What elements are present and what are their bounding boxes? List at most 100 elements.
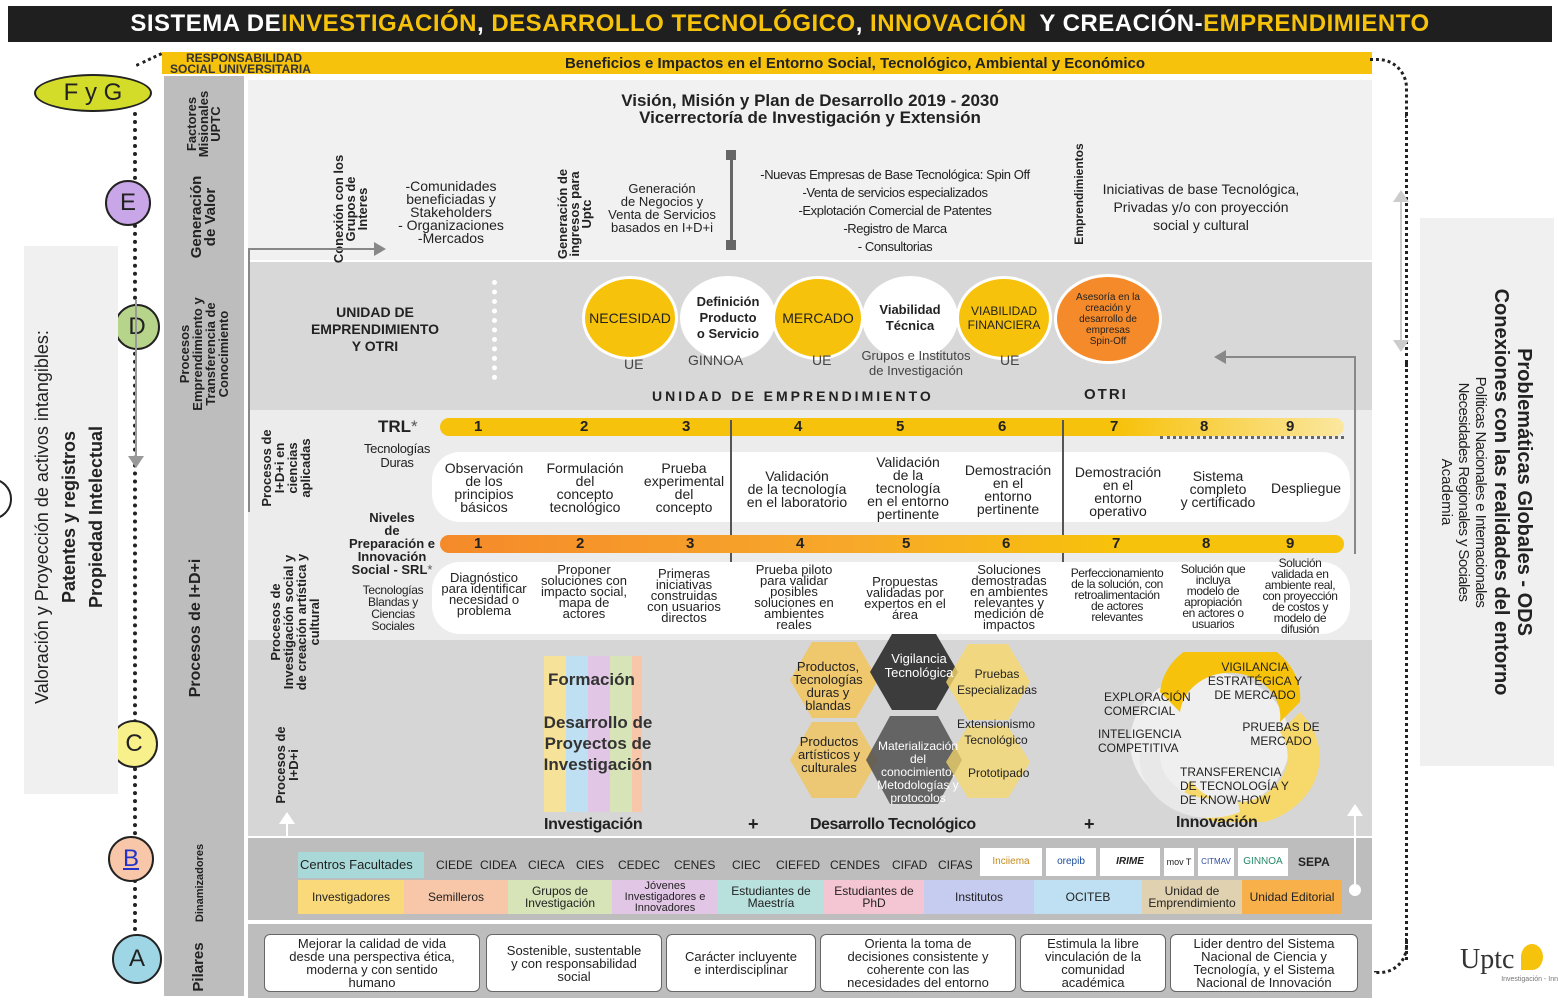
right-panel-line: Conexiones con las realidades del entorn… [1490,288,1513,696]
arrow-head-up [1347,804,1363,816]
tec-duras: Tecnologías Duras [354,442,440,470]
left-panel [24,246,118,794]
srl-step-line: Primeras [657,566,710,581]
srl-step-line: con usuarios [647,599,721,614]
vision-line: Vicerrectoría de Investigación y Extensi… [639,108,981,127]
mercado-circle: MERCADO [772,276,864,360]
centros-item: CIFAS [938,858,973,872]
srl-num: 1 [474,535,483,552]
unidad-emp-label: UNIDAD DE EMPRENDIMIENTO [652,388,934,404]
arrow-head-up [1393,190,1409,202]
pruebas-m-line: PRUEBAS DE [1242,720,1320,734]
negocios-list: Generación de Negocios y Venta de Servic… [600,182,724,234]
srl-step-line: modelo de [1273,611,1327,625]
pilar-line: e interdisciplinar [694,962,788,977]
rsu-line: RESPONSABILIDAD [186,51,303,65]
trl-num: 3 [682,418,691,435]
row-procesos-emp: Procesos Emprendimiento y Transferencia … [177,297,231,411]
trl-star: * [411,417,418,436]
arrow-updown [1400,196,1402,346]
srl-num: 7 [1112,535,1121,552]
extension-line: Tecnológico [964,733,1028,747]
logo-sepa: SEPA [1298,855,1330,869]
stack-bar [610,656,632,812]
level-a-label: A [128,945,145,972]
asesoria-line: Asesoría en la [1076,291,1140,303]
srl-label-line: Social - SRL [351,562,428,577]
title-part: , [477,10,492,37]
level-b[interactable]: B [108,836,154,882]
viab-tec-line: Viabilidad [879,302,941,317]
srl-steps-pill [432,562,1350,634]
vigilancia-line: Vigilancia [891,651,947,666]
pilar-line: Estimula la libre [1047,936,1139,951]
tec-blandas-line: Blandas y [368,595,418,609]
level-b-link[interactable]: B [122,845,139,872]
pilar-line: Tecnología, y el Sistema [1193,962,1335,977]
trl-step-line: Demostración [1074,464,1162,480]
trl-step-line: de los [465,473,503,489]
title-emprendimiento: EMPRENDIMIENTO [1203,10,1430,37]
trl-step-line: en el entorno [867,493,949,509]
trl-step-line: de la [892,467,924,483]
trl-label: TRL* [378,417,418,437]
phase-divider [730,420,732,634]
productos1-line: duras y [806,685,850,700]
dinam-row2: Investigadores Semilleros Grupos de Inve… [298,880,1342,914]
vigilancia-line: Tecnológica [884,665,954,680]
pilar-line: vinculación de la [1044,949,1142,964]
srl-step-line: retroalimentación [1074,588,1160,602]
level-d-label: D [128,313,146,340]
pruebas-label: Pruebas Especializadas [952,666,1042,698]
stack-bar [588,656,610,812]
otri-label: OTRI [1084,386,1128,403]
srl-numbers: 1 2 3 4 5 6 7 8 9 [440,535,1344,553]
necesidad-label: NECESIDAD [589,310,671,326]
divider-cap [726,150,736,160]
asesoria-line: creación y [1085,302,1131,314]
dinam-grupos: Grupos de Investigación [508,880,612,914]
level-fg-label: F y G [63,79,123,106]
axis-dotted-top [135,52,163,67]
pilar-line: y con responsabilidad [511,955,637,971]
srl-step-line: ambientes [764,606,824,621]
vigilancia-label: Vigilancia Tecnológica [876,652,962,680]
srl-step-line: Diagnóstico [450,570,518,585]
materializacion-label: Materialización del conocimiento, Metodo… [866,740,970,805]
centros-item: CIES [576,858,605,872]
level-d: D [114,304,160,350]
ginnoa-label: GINNOA [688,352,744,368]
pilar-line: moderna y con sentido [306,962,438,977]
trl-step: Despliegue [1264,481,1348,495]
trl-step-line: en el [992,475,1024,491]
srl-step-line: soluciones en [754,595,834,610]
connector-line [1354,356,1356,554]
srl-label: Niveles de Preparación e Innovación Soci… [330,511,454,576]
trl-step-line: pertinente [976,501,1040,517]
trl-step-line: Demostración [964,462,1052,478]
innovation-swirl [1130,652,1320,822]
pilar-line: Carácter incluyente [685,949,797,964]
axis-dotted [133,112,137,932]
vig-est-line: ESTRATÉGICA Y [1207,674,1303,688]
trl-step-line: Validación [876,454,940,470]
comunidades-item: beneficiadas y [406,191,496,207]
negocios-item: de Negocios y [620,194,704,209]
srl-step-line: para identificar [441,581,527,596]
pilar-line: Sostenible, sustentable [506,942,642,958]
rsu-banner [162,52,1372,74]
title-part: , [855,10,871,37]
materializacion-line: Materialización [877,739,959,753]
trl-step-line: en el [1102,477,1134,493]
negocios-item: Venta de Servicios [608,207,716,222]
arrow-shaft [286,822,288,838]
srl-num: 9 [1286,535,1295,552]
trl-step-line: Prueba [661,460,707,476]
pilar-line: social [557,968,591,984]
srl-step-line: Propuestas [872,574,938,589]
trl-step-line: Formulación [546,460,624,476]
transfer-line: DE TECNOLOGÍA Y [1180,779,1289,793]
